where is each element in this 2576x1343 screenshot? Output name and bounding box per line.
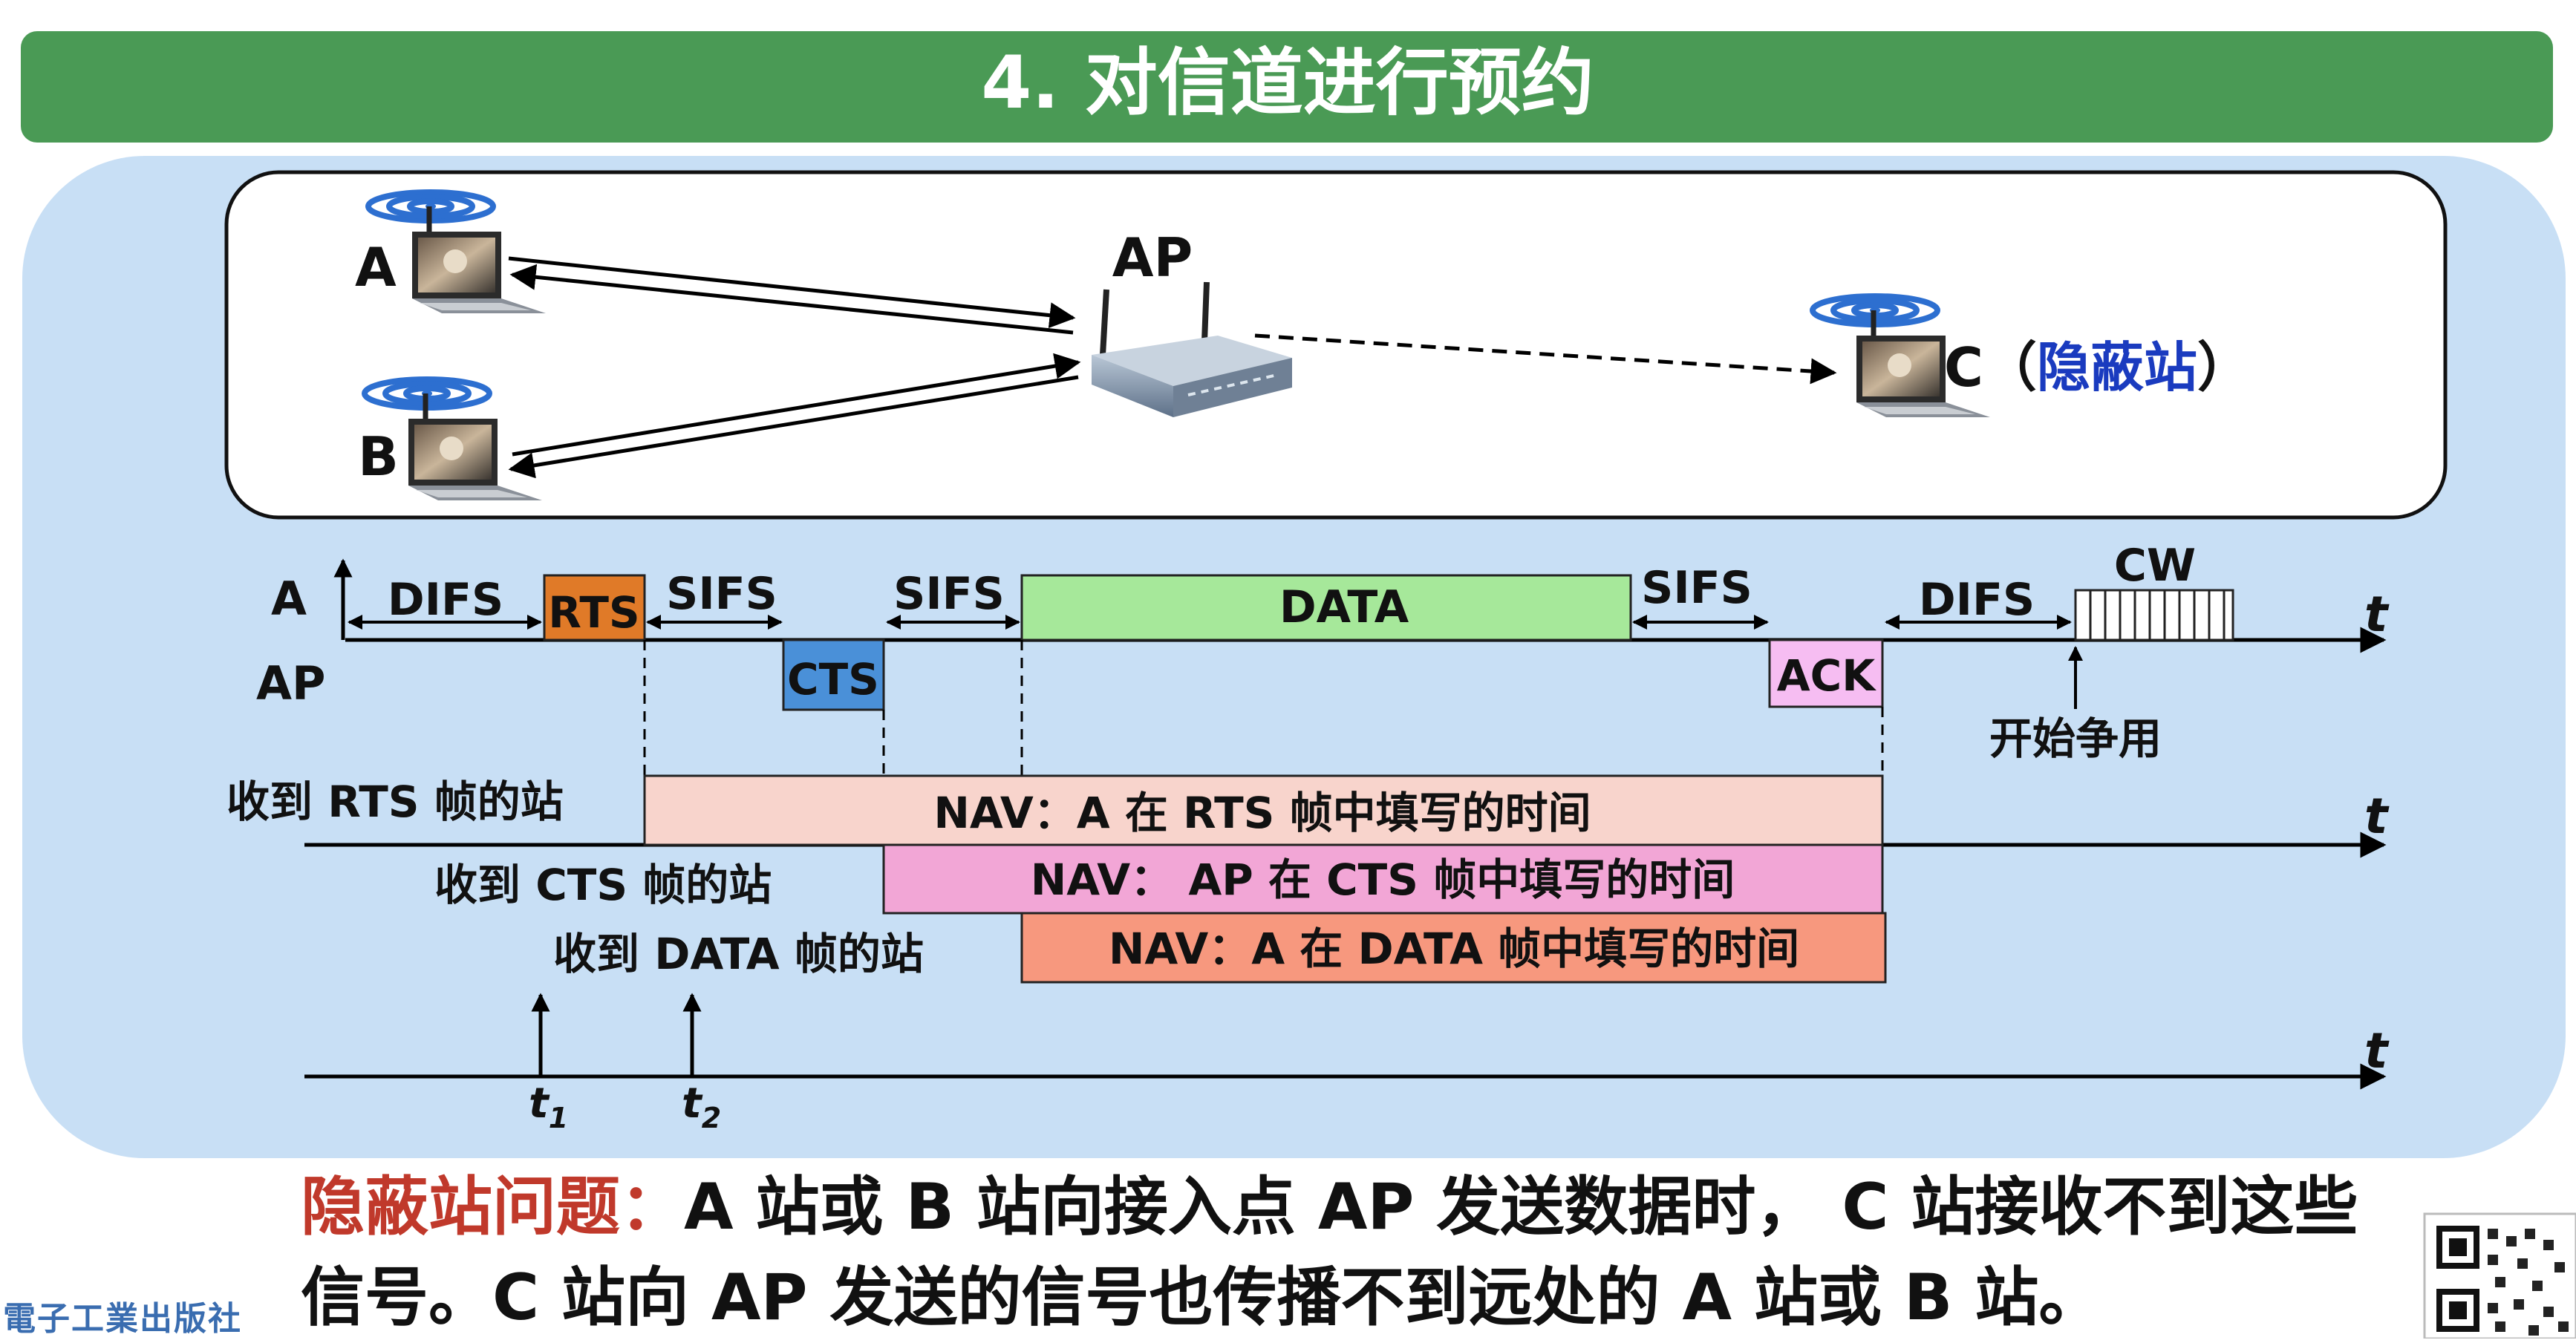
title-bar: [21, 31, 2553, 143]
sifs-label: SIFS: [893, 568, 1005, 620]
svg-text:ACK: ACK: [1777, 650, 1876, 701]
contention-window: [2074, 589, 2234, 641]
cw-label: CW: [2114, 540, 2196, 592]
ap-label: AP: [1112, 226, 1193, 289]
network-diagram-box: [224, 170, 2448, 520]
row-label-a: A: [271, 572, 307, 626]
difs-label: DIFS: [1919, 574, 2035, 626]
station-b-label: B: [358, 425, 399, 488]
recv-cts-label: 收到 CTS 帧的站: [434, 860, 772, 910]
nav-rts-bar: [643, 774, 1884, 846]
svg-text:NAV：A 在 RTS 帧中填写的时间: NAV：A 在 RTS 帧中填写的时间: [933, 788, 1591, 838]
svg-text:DATA: DATA: [1279, 581, 1409, 633]
station-c-label: C（隐蔽站）: [1944, 336, 2251, 399]
svg-text:NAV： AP 在 CTS 帧中填写的时间: NAV： AP 在 CTS 帧中填写的时间: [1031, 855, 1735, 905]
page-title: 4. 对信道进行预约: [981, 41, 1594, 125]
router-icon: [1092, 336, 1292, 386]
publisher-logo: 電子工業出版社: [3, 1300, 242, 1338]
problem-text: A 站或 B 站向接入点 AP 发送数据时， C 站接收不到这些信号。C 站向 …: [301, 1170, 2358, 1335]
row-label-ap: AP: [256, 656, 325, 710]
station-b: B: [358, 379, 542, 500]
station-a-label: A: [355, 236, 397, 298]
t2-label: t2: [682, 1079, 721, 1134]
svg-text:CTS: CTS: [787, 654, 879, 705]
sifs-label: SIFS: [666, 568, 777, 620]
nav-data-bar: [1020, 912, 1887, 984]
axis-t-label: t: [2364, 1022, 2390, 1079]
cts-frame: [782, 638, 885, 711]
station-a: A: [355, 192, 546, 313]
rts-frame: [543, 574, 646, 641]
axis-t-label: t: [2364, 586, 2390, 643]
recv-rts-label: 收到 RTS 帧的站: [226, 777, 564, 827]
svg-text:NAV：A 在 DATA 帧中填写的时间: NAV：A 在 DATA 帧中填写的时间: [1109, 924, 1799, 974]
difs-label: DIFS: [388, 574, 503, 626]
qr-code-icon: [2423, 1212, 2576, 1339]
access-point: AP: [1092, 226, 1292, 417]
ack-frame: [1768, 638, 1884, 708]
axis-t-label: t: [2364, 788, 2390, 845]
recv-data-label: 收到 DATA 帧的站: [553, 929, 924, 979]
nav-cts-bar: [882, 843, 1884, 915]
hidden-station-explanation: 隐蔽站问题：A 站或 B 站向接入点 AP 发送数据时， C 站接收不到这些信号…: [301, 1162, 2380, 1343]
station-c: C（隐蔽站）: [1813, 296, 2251, 417]
t1-label: t1: [529, 1079, 568, 1134]
problem-label: 隐蔽站问题：: [301, 1170, 684, 1244]
svg-text:RTS: RTS: [548, 587, 639, 638]
link-arrows: [508, 256, 1837, 479]
timing-diagram: A AP t DIFS RTS SIFS CTS SIFS DATA SIFS …: [226, 540, 2390, 1134]
start-contention-label: 开始争用: [1989, 713, 2162, 764]
data-frame: [1020, 574, 1632, 641]
sifs-label: SIFS: [1641, 562, 1752, 614]
